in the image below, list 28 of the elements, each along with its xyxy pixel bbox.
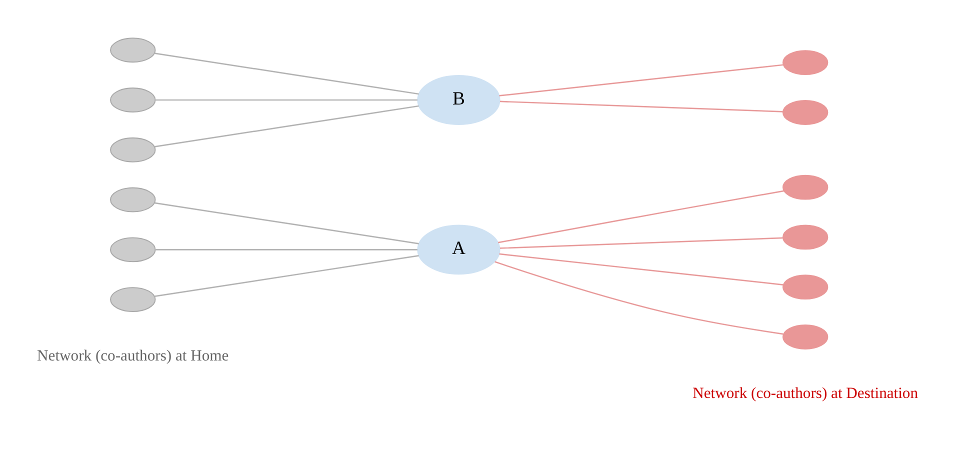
connector	[156, 98, 418, 100]
node-ellipse: A	[417, 224, 500, 274]
connector	[499, 64, 784, 96]
label: Network (co-authors) at Destination	[692, 384, 918, 402]
connector	[154, 202, 419, 244]
node-circle	[782, 174, 828, 200]
connector	[500, 236, 783, 248]
connector	[498, 190, 784, 243]
node-circle	[782, 274, 828, 300]
node-circle	[110, 186, 156, 212]
node-circle	[110, 236, 156, 262]
label: Network (co-authors) at Home	[37, 346, 229, 364]
connector	[494, 260, 784, 334]
node-circle	[782, 50, 828, 75]
node-circle	[782, 324, 828, 349]
node-ellipse: B	[417, 74, 500, 124]
node-circle	[110, 37, 156, 62]
node-circle	[782, 100, 828, 124]
node-circle	[110, 136, 156, 162]
connector	[154, 104, 419, 147]
node-circle	[110, 286, 156, 312]
connector	[499, 252, 784, 285]
connector	[154, 52, 419, 94]
node-circle	[110, 87, 156, 112]
node-circle	[782, 224, 828, 250]
connector	[154, 254, 419, 297]
connector	[500, 100, 783, 112]
connector	[156, 248, 418, 250]
